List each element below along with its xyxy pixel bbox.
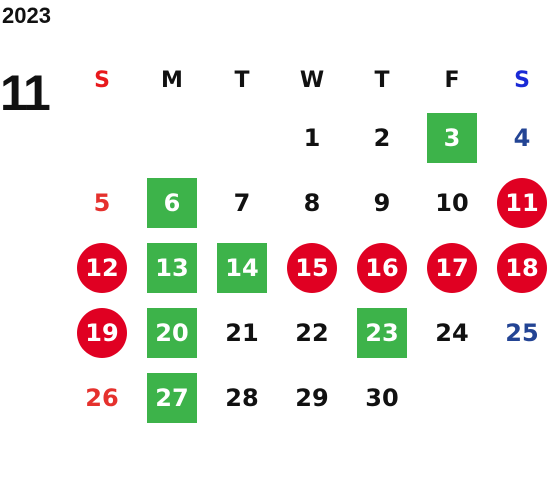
day-cell: 26 xyxy=(67,365,137,430)
day-cell: 15 xyxy=(277,235,347,300)
day-number: 8 xyxy=(303,188,321,217)
weekday-header-saturday: S xyxy=(514,67,530,93)
day-cell xyxy=(417,365,487,430)
day-cell: 9 xyxy=(347,170,417,235)
day-cell: 5 xyxy=(67,170,137,235)
day-number: 28 xyxy=(225,383,259,412)
day-red-highlight: 11 xyxy=(497,177,547,228)
day-cell xyxy=(487,365,548,430)
day-cell: 11 xyxy=(487,170,548,235)
day-green-highlight: 13 xyxy=(147,242,197,293)
day-cell: 4 xyxy=(487,105,548,170)
day-cell xyxy=(207,105,277,170)
day-number: 29 xyxy=(295,383,329,412)
day-number: 1 xyxy=(303,123,321,152)
day-green-highlight: 27 xyxy=(147,372,197,423)
day-cell: 10 xyxy=(417,170,487,235)
day-cell: 25 xyxy=(487,300,548,365)
day-number: 9 xyxy=(373,188,391,217)
day-cell: 17 xyxy=(417,235,487,300)
day-cell: 13 xyxy=(137,235,207,300)
day-cell: 12 xyxy=(67,235,137,300)
day-cell: 21 xyxy=(207,300,277,365)
day-green-highlight: 3 xyxy=(427,112,477,163)
calendar-year: 2023 xyxy=(2,3,51,28)
day-cell: 23 xyxy=(347,300,417,365)
day-cell: 14 xyxy=(207,235,277,300)
day-cell: 28 xyxy=(207,365,277,430)
day-red-highlight: 18 xyxy=(497,242,547,293)
day-number: 2 xyxy=(373,123,391,152)
day-cell: 6 xyxy=(137,170,207,235)
day-cell: 20 xyxy=(137,300,207,365)
day-cell: 18 xyxy=(487,235,548,300)
day-green-highlight: 23 xyxy=(357,307,407,358)
day-green-highlight: 20 xyxy=(147,307,197,358)
day-number: 5 xyxy=(93,188,111,217)
calendar-month: 11 xyxy=(0,65,51,121)
weekday-header-tuesday: T xyxy=(234,67,250,93)
day-green-highlight: 6 xyxy=(147,177,197,228)
day-number: 25 xyxy=(505,318,539,347)
day-cell: 7 xyxy=(207,170,277,235)
day-cell: 27 xyxy=(137,365,207,430)
day-red-highlight: 19 xyxy=(77,307,127,358)
day-number: 4 xyxy=(513,123,531,152)
day-number: 24 xyxy=(435,318,469,347)
day-cell: 22 xyxy=(277,300,347,365)
day-cell: 8 xyxy=(277,170,347,235)
day-cell: 3 xyxy=(417,105,487,170)
day-cell: 1 xyxy=(277,105,347,170)
day-cell: 30 xyxy=(347,365,417,430)
day-red-highlight: 16 xyxy=(357,242,407,293)
day-number: 7 xyxy=(233,188,251,217)
weekday-header-monday: M xyxy=(161,67,183,93)
weekday-header-wednesday: W xyxy=(299,67,325,93)
day-green-highlight: 14 xyxy=(217,242,267,293)
weekday-header-thursday: T xyxy=(374,67,390,93)
day-cell: 24 xyxy=(417,300,487,365)
day-cell: 2 xyxy=(347,105,417,170)
day-cell: 29 xyxy=(277,365,347,430)
weekday-header-sunday: S xyxy=(94,67,110,93)
day-cell: 19 xyxy=(67,300,137,365)
day-red-highlight: 12 xyxy=(77,242,127,293)
day-number: 10 xyxy=(435,188,469,217)
day-red-highlight: 17 xyxy=(427,242,477,293)
day-number: 21 xyxy=(225,318,259,347)
weekday-header-friday: F xyxy=(444,67,460,93)
day-number: 22 xyxy=(295,318,329,347)
day-red-highlight: 15 xyxy=(287,242,337,293)
day-number: 26 xyxy=(85,383,119,412)
day-number: 30 xyxy=(365,383,399,412)
day-cell: 16 xyxy=(347,235,417,300)
day-cell xyxy=(137,105,207,170)
day-cell xyxy=(67,105,137,170)
